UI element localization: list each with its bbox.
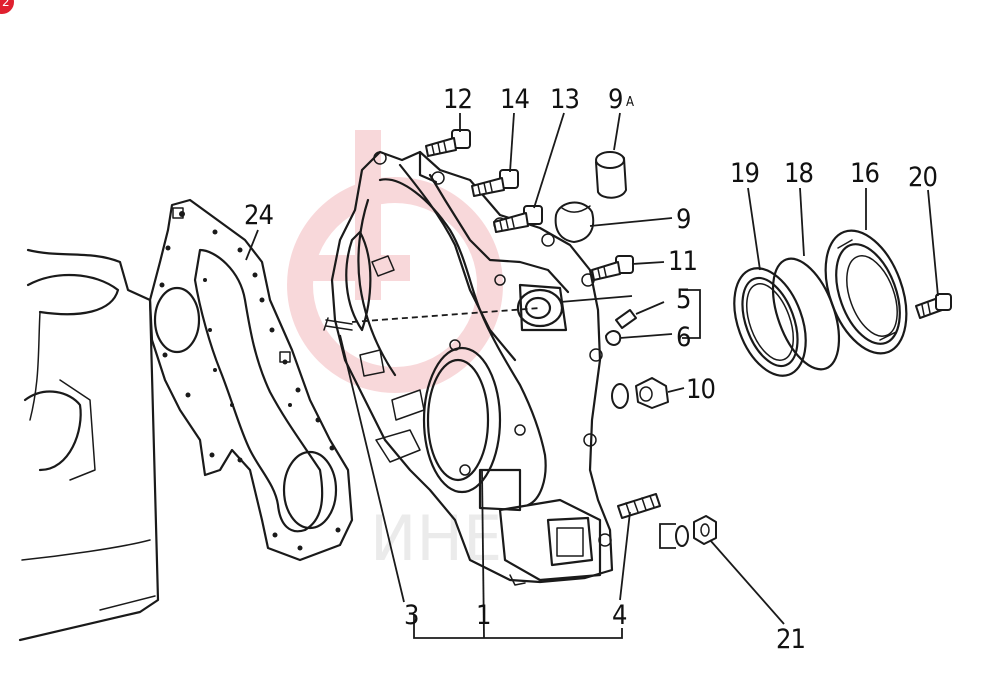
bolt-12 (425, 129, 471, 157)
callout-numbers: 12 14 13 9 A 9 11 5 6 10 19 18 16 20 24 … (244, 84, 938, 655)
washer-6 (605, 330, 622, 346)
cap-9 (554, 201, 595, 243)
callout-16: 16 (850, 158, 879, 189)
callout-9a: 9 (608, 84, 622, 115)
callout-24: 24 (244, 200, 273, 231)
callout-1: 1 (476, 600, 490, 631)
pin-5 (615, 309, 637, 329)
nut-21 (693, 515, 717, 545)
page-number-text: 2 (2, 0, 10, 9)
watermark-logo: ИНЕ (287, 130, 503, 575)
engine-block (18, 248, 160, 642)
callout-19: 19 (730, 158, 759, 189)
gasket-24 (148, 198, 354, 562)
bolt-11 (591, 255, 634, 281)
callout-20: 20 (908, 162, 937, 193)
callout-9: 9 (676, 204, 690, 235)
callout-13: 13 (550, 84, 579, 115)
callout-6: 6 (676, 322, 690, 353)
retainer-16 (824, 229, 908, 355)
bolt-13 (493, 205, 543, 233)
callout-14: 14 (500, 84, 529, 115)
callout-4: 4 (612, 600, 627, 631)
stud-4 (617, 493, 661, 519)
bolt-14 (471, 169, 519, 197)
gear-case-housing-1 (323, 150, 614, 586)
plug-9a (595, 151, 627, 199)
callout-10: 10 (686, 374, 715, 405)
callout-5: 5 (676, 284, 690, 315)
callout-11: 11 (668, 246, 697, 277)
callout-12: 12 (443, 84, 472, 115)
svg-text:ИНЕ: ИНЕ (370, 502, 502, 575)
callout-3: 3 (404, 600, 418, 631)
nut-10 (611, 377, 669, 409)
callout-21: 21 (776, 624, 805, 655)
callout-9a-suffix: A (626, 95, 634, 110)
leader-lines (245, 112, 939, 639)
seal-19 (733, 267, 807, 377)
washer-stud-4 (675, 525, 689, 547)
callout-18: 18 (784, 158, 813, 189)
bolt-20 (915, 293, 952, 319)
